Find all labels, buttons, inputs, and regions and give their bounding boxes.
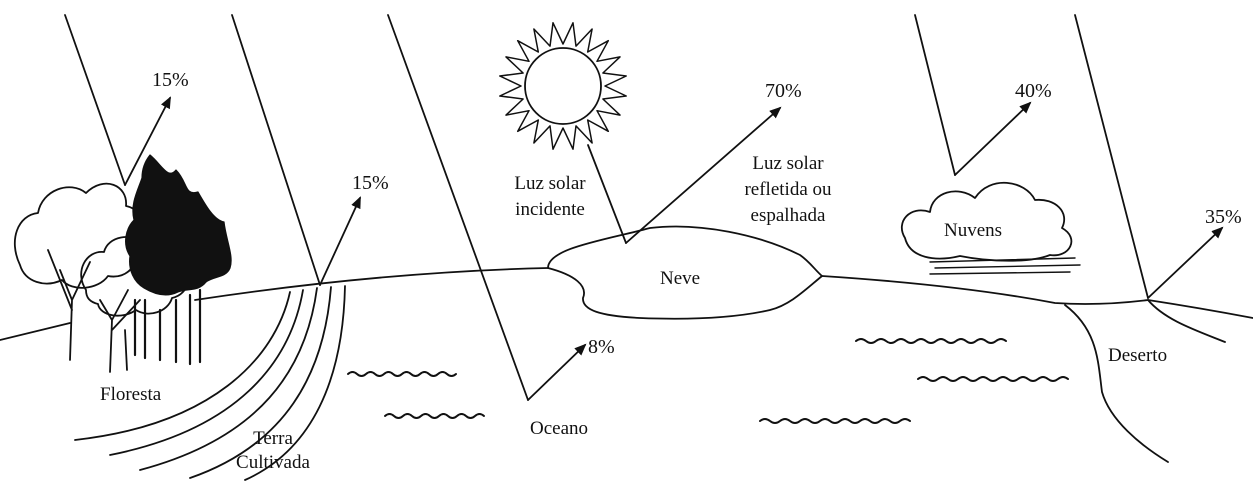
albedo-desert: 35%	[1205, 206, 1242, 228]
ground-line	[0, 267, 1253, 341]
label-snow: Neve	[660, 268, 701, 289]
label-reflected-line2: refletida ou	[744, 179, 832, 200]
forest-conifer-canopy	[125, 154, 232, 296]
label-clouds: Nuvens	[944, 220, 1003, 241]
cloud-icon	[900, 181, 1081, 275]
snow-field-outline	[547, 225, 823, 320]
label-ocean: Oceano	[530, 418, 589, 439]
desert-outline	[1064, 299, 1226, 463]
albedo-ocean: 8%	[588, 336, 615, 358]
reflected-arrow-desert	[1147, 226, 1224, 299]
reflected-arrow-forest	[124, 96, 171, 186]
sun-icon	[499, 22, 627, 150]
reflected-arrow-ocean	[527, 343, 587, 401]
albedo-clouds: 40%	[1015, 80, 1052, 102]
reflected-arrow-clouds	[954, 101, 1032, 176]
label-incident-line1: Luz solar	[514, 173, 586, 194]
label-desert: Deserto	[1108, 345, 1168, 366]
label-incident-line2: incidente	[515, 199, 585, 220]
reflected-arrow-farmland	[319, 196, 361, 286]
incident-ray-farmland	[231, 14, 321, 286]
reflected-arrow-snow	[625, 106, 782, 244]
albedo-forest: 15%	[152, 69, 189, 91]
incident-ray-ocean	[387, 14, 529, 401]
albedo-snow: 70%	[765, 80, 802, 102]
label-reflected-line3: espalhada	[750, 205, 826, 226]
incident-ray-desert	[1074, 14, 1149, 299]
label-forest: Floresta	[100, 384, 162, 405]
incident-ray-snow	[587, 144, 627, 244]
ocean-waves	[347, 338, 1069, 424]
label-reflected-line1: Luz solar	[752, 153, 824, 174]
label-farmland-line2: Cultivada	[236, 452, 310, 473]
label-farmland-line1: Terra	[253, 428, 293, 449]
incident-ray-forest	[64, 14, 126, 186]
albedo-farmland: 15%	[352, 172, 389, 194]
incident-ray-clouds	[914, 14, 956, 176]
farmland-furrows	[74, 285, 346, 481]
